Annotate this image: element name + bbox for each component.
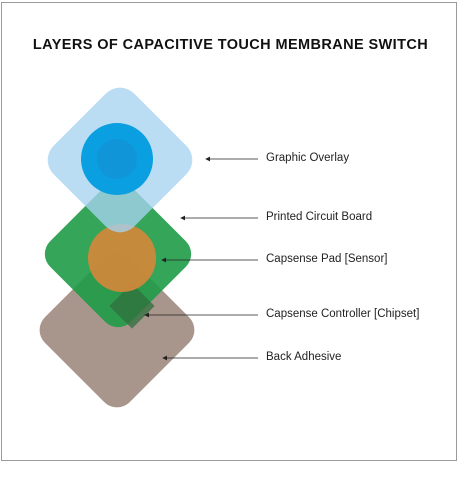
capsense-controller-label: Capsense Controller [Chipset] (266, 308, 420, 320)
graphic-overlay-label: Graphic Overlay (266, 152, 350, 164)
capsense-pad-circle (88, 224, 156, 292)
printed-circuit-board-label: Printed Circuit Board (266, 211, 373, 223)
back-adhesive-label: Back Adhesive (266, 351, 342, 363)
overlay-sensor-inner-circle (97, 139, 137, 179)
diagram-title: LAYERS OF CAPACITIVE TOUCH MEMBRANE SWIT… (32, 37, 429, 53)
capsense-pad-label: Capsense Pad [Sensor] (266, 253, 388, 265)
